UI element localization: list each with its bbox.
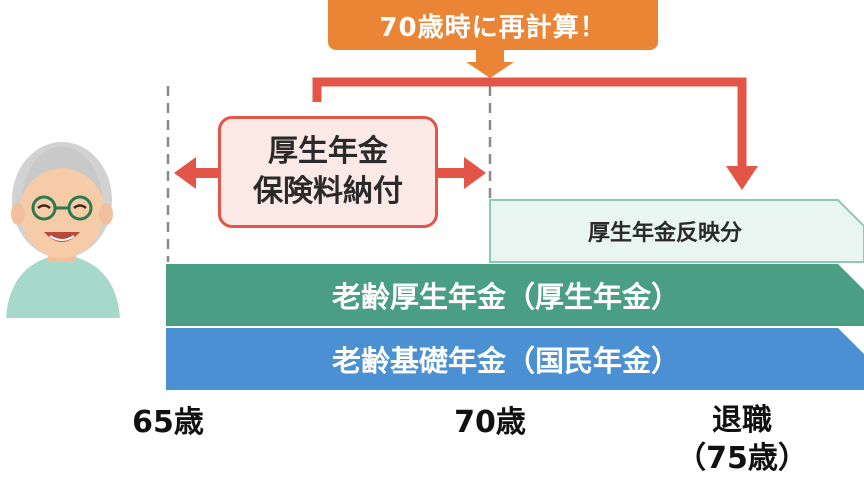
basic-pension-bar xyxy=(166,328,864,390)
reflect-label: 厚生年金反映分 xyxy=(587,221,742,246)
payment-arrow-right-head xyxy=(464,157,486,189)
elderly-man-icon xyxy=(6,142,120,318)
recalc-callout: 70歳時に再計算！ xyxy=(328,0,658,50)
recalc-connector-line xyxy=(312,77,747,168)
recalc-arrow-head xyxy=(726,166,758,190)
retirement-line2: （75歳） xyxy=(676,441,808,476)
employees-pension-label: 老齢厚生年金（厚生年金） xyxy=(331,280,680,314)
premium-payment-line1: 厚生年金 xyxy=(268,134,388,169)
reflect-band xyxy=(489,199,864,263)
premium-payment-line2: 保険料納付 xyxy=(253,174,403,209)
basic-pension-label: 老齢基礎年金（国民年金） xyxy=(331,344,680,378)
retirement-label: 退職 （75歳） xyxy=(660,402,824,478)
retirement-line1: 退職 xyxy=(712,403,772,438)
age-70-label: 70歳 xyxy=(454,405,526,440)
payment-arrow-left-head xyxy=(174,157,196,189)
age-65-label: 65歳 xyxy=(132,405,204,440)
premium-payment-box: 厚生年金 保険料納付 xyxy=(218,116,438,228)
employees-pension-bar xyxy=(166,264,864,326)
callout-down-arrow xyxy=(466,50,514,78)
payment-arrow-left-shaft xyxy=(190,168,220,178)
payment-arrow-right-shaft xyxy=(436,168,468,178)
